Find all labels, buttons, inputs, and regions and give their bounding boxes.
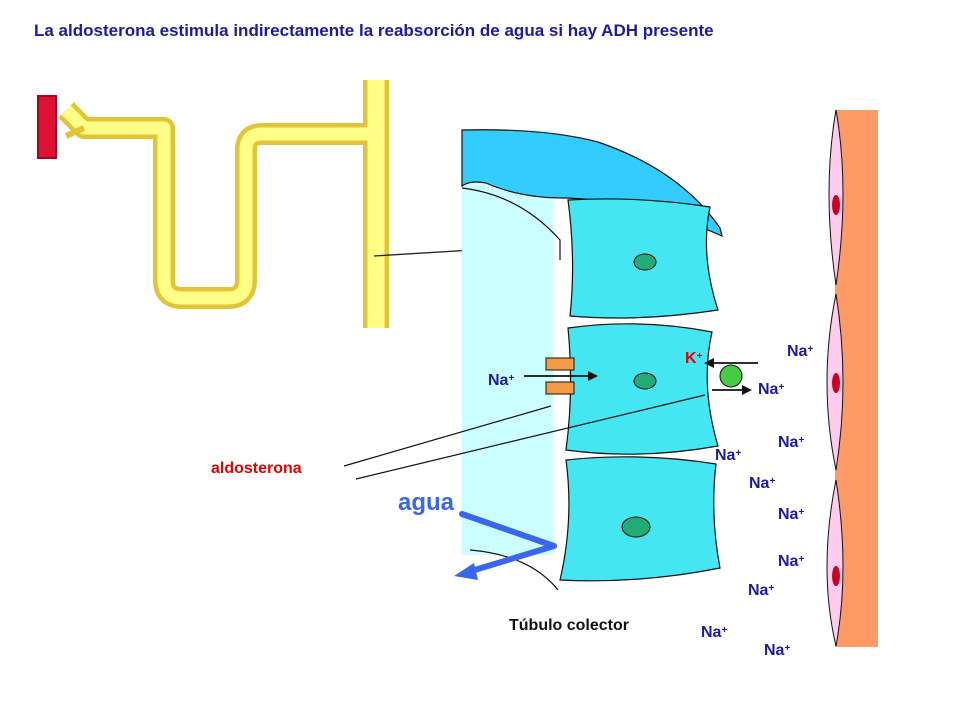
- water-arrowhead: [454, 563, 478, 580]
- water-label: agua: [398, 489, 455, 516]
- na-k-pump: [719, 364, 743, 388]
- sodium-channel-top: [545, 357, 575, 371]
- lumen-edge: [461, 187, 561, 260]
- na-ion-label: Na+: [701, 624, 728, 641]
- na-influx-arrowhead: [588, 371, 598, 381]
- diagram-title: La aldosterona estimula indirectamente l…: [34, 21, 714, 40]
- endothelial-nucleus: [832, 195, 840, 215]
- na-ion-label: Na+: [778, 553, 805, 570]
- aldosterone-line-pump: [355, 394, 706, 480]
- k-ion-label: K+: [685, 350, 703, 367]
- lumen-edge-bottom: [469, 549, 559, 591]
- endothelial-nucleus: [832, 566, 840, 586]
- na-ion-label: Na+: [748, 582, 775, 599]
- tubule-lumen: [462, 130, 553, 555]
- water-arrow: [459, 511, 557, 575]
- na-ion-label: Na+: [488, 372, 515, 389]
- aldosterone-line-channel: [343, 405, 552, 467]
- nephron-tubule: [58, 80, 389, 328]
- nucleus: [621, 516, 651, 538]
- na-efflux-arrowhead: [742, 385, 752, 395]
- sodium-channel-bottom: [545, 381, 575, 395]
- na-ion-label: Na+: [787, 343, 814, 360]
- k-arrowhead: [704, 358, 714, 368]
- nucleus: [633, 372, 657, 390]
- na-ion-label: Na+: [778, 434, 805, 451]
- nucleus: [633, 253, 657, 271]
- endothelial-cell: [826, 479, 844, 647]
- afferent-vessel: [37, 95, 57, 159]
- na-ion-label: Na+: [764, 642, 791, 659]
- na-ion-label: Na+: [749, 475, 776, 492]
- collecting-duct-label: Túbulo colector: [509, 617, 629, 634]
- endothelial-nucleus: [832, 373, 840, 393]
- aldosterone-label: aldosterona: [211, 460, 302, 477]
- na-ion-label: Na+: [715, 447, 742, 464]
- na-ion-label: Na+: [758, 381, 785, 398]
- na-ion-label: Na+: [778, 506, 805, 523]
